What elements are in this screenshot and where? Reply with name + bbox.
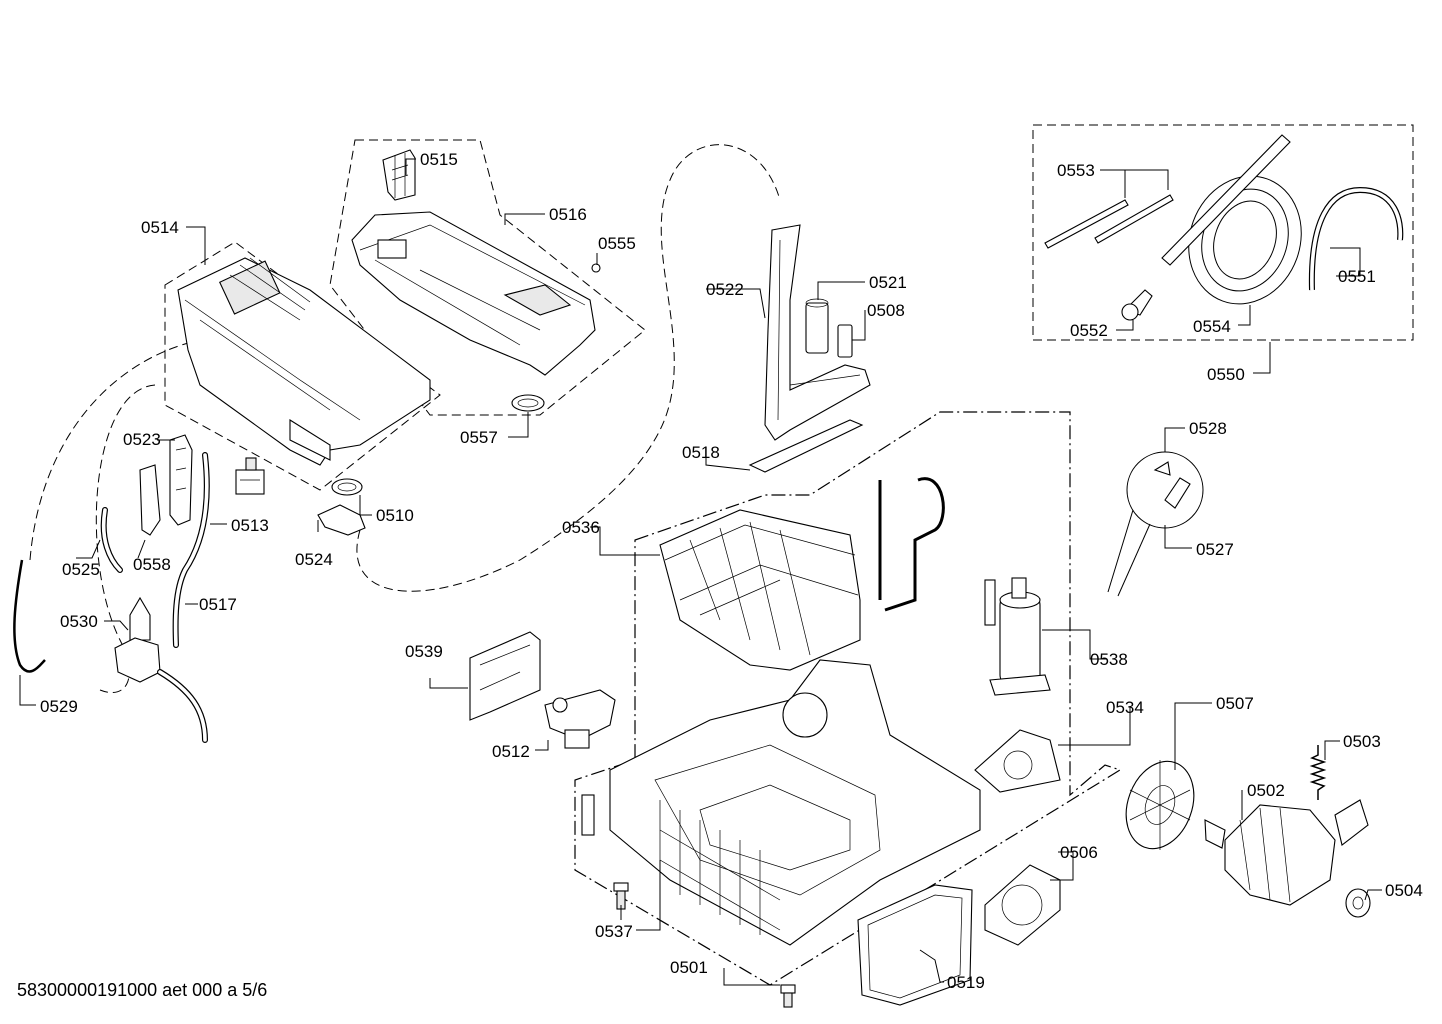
label-0521: 0521 (869, 273, 907, 292)
capacitor-0508 (837, 324, 853, 358)
screw-0537 (613, 882, 629, 910)
tray-0514 (177, 257, 431, 466)
leader-lines (19, 158, 1382, 986)
label-0507: 0507 (1216, 694, 1254, 713)
label-0523: 0523 (123, 430, 161, 449)
seal-0518 (748, 419, 864, 473)
label-0539: 0539 (405, 642, 443, 661)
sensor-0527 (1164, 477, 1191, 509)
hose-0529 (13, 559, 46, 673)
seal-0557 (511, 394, 545, 412)
connector-0552 (1121, 289, 1153, 321)
capacitor-0521 (805, 302, 829, 354)
bracket-0539 (469, 631, 541, 721)
label-0557: 0557 (460, 428, 498, 447)
hose-route-left (29, 339, 201, 561)
gasket-0519 (857, 884, 973, 1006)
label-0552: 0552 (1070, 321, 1108, 340)
label-0525: 0525 (62, 560, 100, 579)
group-water-container (329, 139, 646, 416)
air-duct-0522 (764, 224, 871, 441)
part-labels: 0514 0515 0516 0555 0557 0510 0524 0513 … (40, 150, 1423, 992)
label-0522: 0522 (706, 280, 744, 299)
label-0503: 0503 (1343, 732, 1381, 751)
clip-0528 (1153, 461, 1171, 476)
label-0515: 0515 (420, 150, 458, 169)
label-0553: 0553 (1057, 161, 1095, 180)
label-0501: 0501 (670, 958, 708, 977)
label-0554: 0554 (1193, 317, 1231, 336)
label-0551: 0551 (1338, 267, 1376, 286)
label-0529: 0529 (40, 697, 78, 716)
heat-exchanger-0536 (659, 477, 945, 671)
label-0516: 0516 (549, 205, 587, 224)
label-0538: 0538 (1090, 650, 1128, 669)
label-0524: 0524 (295, 550, 333, 569)
label-0514: 0514 (141, 218, 179, 237)
label-0537: 0537 (595, 922, 633, 941)
hose-route-mid (95, 384, 156, 693)
cable-ties-0553 (1044, 194, 1174, 249)
label-0506: 0506 (1060, 843, 1098, 862)
label-0536: 0536 (562, 518, 600, 537)
label-0519: 0519 (947, 973, 985, 992)
label-0512: 0512 (492, 742, 530, 761)
group-base-assembly (574, 411, 1122, 986)
label-0518: 0518 (682, 443, 720, 462)
compressor-0538 (984, 577, 1051, 696)
spring-0503 (1309, 745, 1327, 800)
filter-0515 (382, 149, 416, 201)
label-0530: 0530 (60, 612, 98, 631)
ring-0510 (331, 478, 363, 496)
label-0555: 0555 (598, 234, 636, 253)
label-0502: 0502 (1247, 781, 1285, 800)
fan-0506 (984, 864, 1061, 946)
document-id: 58300000191000 aet 000 a 5/6 (17, 980, 268, 1000)
label-0517: 0517 (199, 595, 237, 614)
label-0550: 0550 (1207, 365, 1245, 384)
screw-0501 (780, 984, 796, 1008)
valve-0512 (544, 689, 616, 749)
group-accessories-box (1032, 124, 1414, 341)
label-0504: 0504 (1385, 881, 1423, 900)
part-drawings (13, 134, 1404, 1008)
bracket-0523 (139, 434, 193, 536)
label-0558: 0558 (133, 555, 171, 574)
hose-0554 (1161, 134, 1302, 305)
base-housing (581, 659, 981, 946)
bracket-0551 (1308, 186, 1404, 291)
plate-0534 (974, 729, 1061, 793)
label-0510: 0510 (376, 506, 414, 525)
gasket-0524 (317, 504, 366, 536)
label-0513: 0513 (231, 516, 269, 535)
motor-0502 (1204, 799, 1369, 906)
plug-0555 (591, 263, 601, 273)
water-container-0516 (351, 211, 596, 376)
label-0527: 0527 (1196, 540, 1234, 559)
pump-0513 (235, 457, 265, 495)
label-0528: 0528 (1189, 419, 1227, 438)
label-0534: 0534 (1106, 698, 1144, 717)
pulley-0504 (1345, 888, 1371, 918)
fan-wheel-0507 (1125, 760, 1195, 850)
group-0514 (164, 241, 441, 491)
label-0508: 0508 (867, 301, 905, 320)
pump-0530 (114, 596, 208, 743)
